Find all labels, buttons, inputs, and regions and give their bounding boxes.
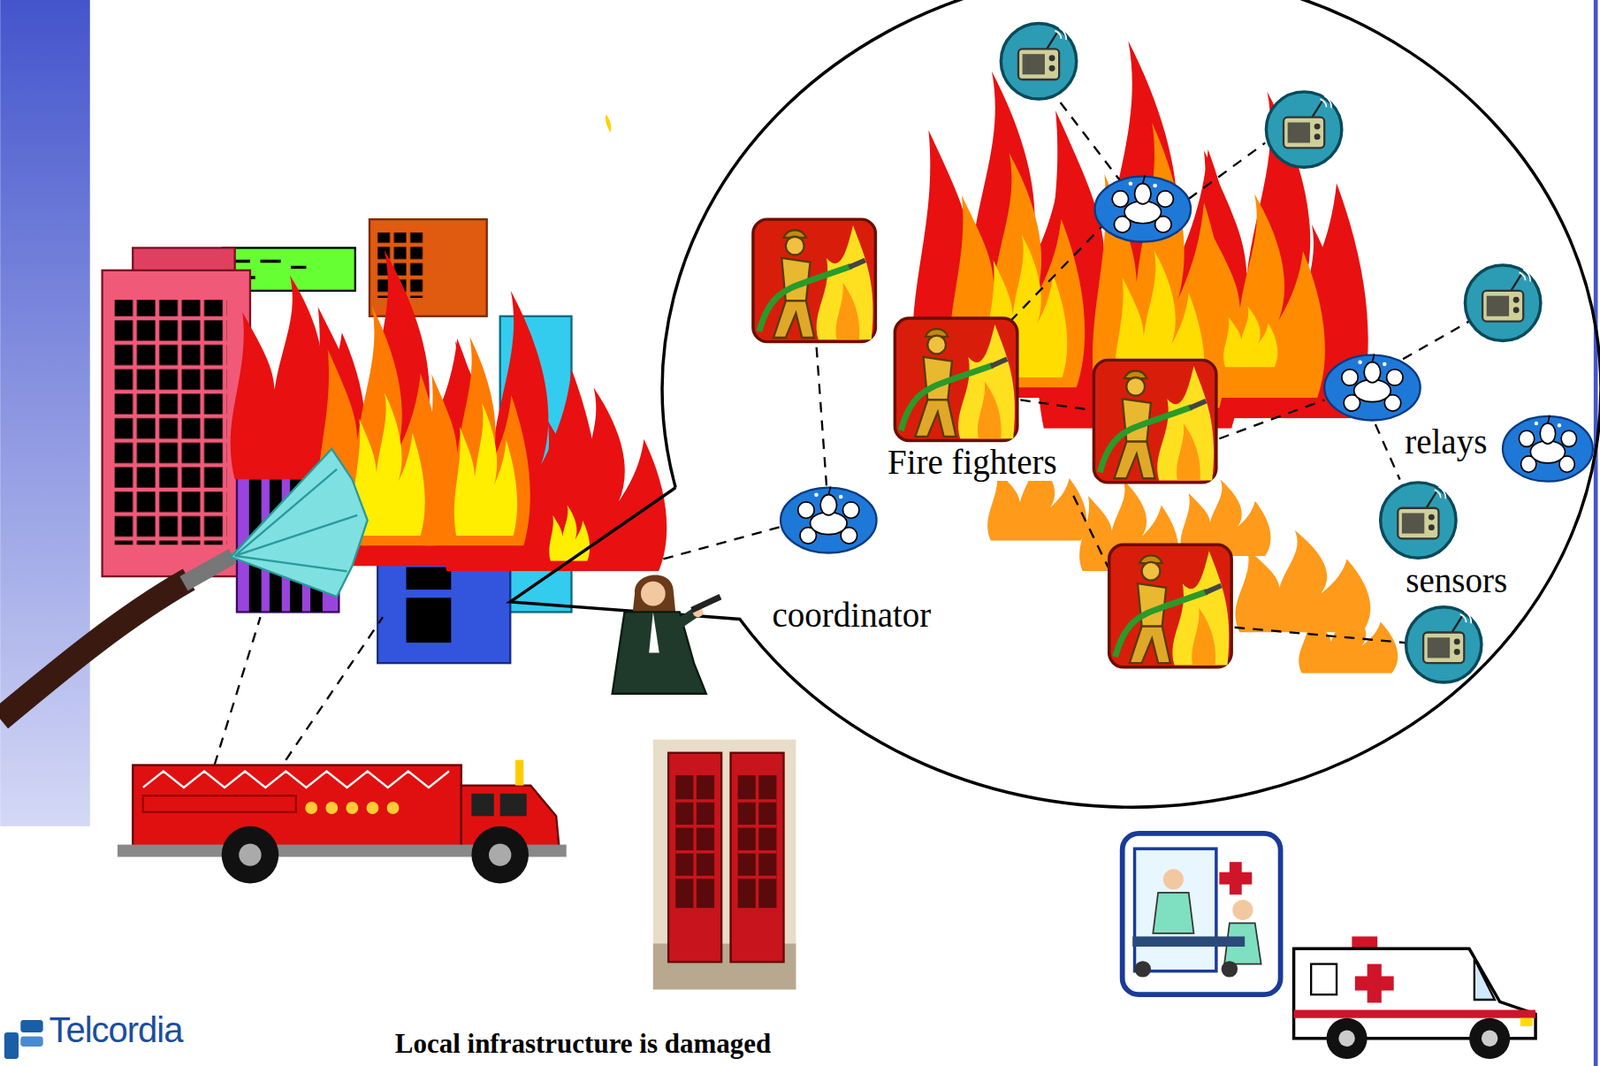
group-label: Fire fighters	[885, 444, 1060, 481]
coordinator-figure	[612, 575, 721, 694]
company-logo-text: Telcordia	[48, 1010, 183, 1050]
sensor-icons	[1000, 23, 1541, 684]
slide-caption: Local infrastructure is damaged	[395, 1028, 772, 1060]
wireless-links	[214, 97, 1471, 766]
relay-icons	[780, 175, 1593, 553]
ambulance-crew-icon	[1122, 833, 1281, 995]
phone-booths-photo	[653, 739, 797, 991]
telcordia-logo-mark	[4, 1020, 44, 1060]
group-label: relays	[1402, 424, 1489, 461]
fire-hose	[0, 449, 367, 720]
fire-truck	[117, 760, 567, 884]
role-label: coordinator	[770, 597, 934, 634]
firefighter-icons	[753, 219, 1232, 668]
group-label: sensors	[1403, 563, 1509, 600]
callout-bubble	[510, 0, 1600, 808]
ambulance-van	[1294, 936, 1537, 1059]
